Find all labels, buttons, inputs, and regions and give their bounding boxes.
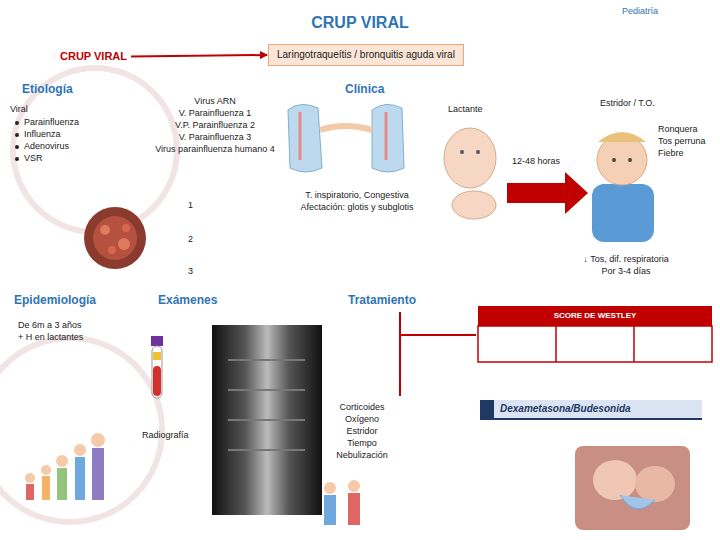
- label-text: Influenza: [24, 129, 61, 140]
- big-arrow: [507, 172, 588, 214]
- bullet-dot: [15, 157, 19, 161]
- section-heading: Epidemiología: [14, 293, 96, 307]
- section-heading: Tratamiento: [348, 293, 416, 307]
- label-text: T. inspiratorio, Congestiva: [262, 190, 452, 201]
- label-text: Virus parainfluenza humano 4: [140, 144, 290, 155]
- baby-image: [444, 128, 496, 219]
- label-text: Estridor: [330, 426, 394, 437]
- label-text: Fiebre: [658, 148, 684, 159]
- airway-image: [288, 104, 404, 172]
- nebulizer-photo: [575, 446, 690, 530]
- label-text: 1: [188, 200, 193, 211]
- label-text: Radiografía: [142, 430, 189, 441]
- label-text: Oxígeno: [330, 414, 394, 425]
- label-text: Lactante: [448, 104, 483, 115]
- label-text: Ronquera: [658, 124, 698, 135]
- deco-circle: [13, 68, 177, 232]
- label-text: V. Parainfluenza 1: [140, 108, 290, 119]
- label-text: Tiempo: [330, 438, 394, 449]
- label-text: Virus ARN: [140, 96, 290, 107]
- label-text: Adenovirus: [24, 141, 69, 152]
- bullet-dot: [15, 121, 19, 125]
- node-text: SCORE DE WESTLEY: [482, 311, 708, 321]
- label-text: ↓ Tos, dif. respiratoria: [556, 254, 696, 265]
- node-text: CRUP VIRAL: [60, 50, 127, 63]
- label-text: Nebulización: [330, 450, 394, 461]
- red-heading: CRUP VIRAL: [58, 48, 129, 65]
- label-text: Estridor / T.O.: [600, 98, 655, 109]
- score-table: [478, 326, 712, 362]
- bracket-line: [400, 312, 476, 396]
- virus-image: [84, 207, 146, 269]
- title: CRUP VIRAL: [0, 14, 720, 32]
- label-text: Parainfluenza: [24, 117, 79, 128]
- label-text: V. Parainfluenza 3: [140, 132, 290, 143]
- label-text: Pediatría: [622, 6, 658, 17]
- label-text: + H en lactantes: [18, 332, 83, 343]
- deco-circle: [0, 338, 162, 522]
- section-heading: Exámenes: [158, 293, 217, 307]
- table-header: SCORE DE WESTLEY: [478, 306, 712, 326]
- section-heading: Clínica: [345, 82, 384, 96]
- connector-arrow: [131, 55, 267, 57]
- label-text: Tos perruna: [658, 136, 706, 147]
- label-text: Afectación: glotis y subglotis: [262, 202, 452, 213]
- label-text: Viral: [10, 104, 28, 115]
- label-text: VSR: [24, 153, 43, 164]
- xray-ribs: [228, 360, 305, 450]
- node-text: Dexametasona/Budesonida: [500, 403, 696, 415]
- children-image: [25, 433, 105, 500]
- label-text: Corticoides: [330, 402, 394, 413]
- treatment-band: Dexametasona/Budesonida: [480, 400, 702, 420]
- bullet-dot: [15, 145, 19, 149]
- label-text: 3: [188, 266, 193, 277]
- label-text: V.P. Parainfluenza 2: [140, 120, 290, 131]
- definition-box: Laringotraqueítis / bronquitis aguda vir…: [268, 44, 464, 66]
- node-text: Laringotraqueítis / bronquitis aguda vir…: [277, 49, 455, 61]
- bullet-dot: [15, 133, 19, 137]
- child-image: [592, 132, 654, 242]
- label-text: 12-48 horas: [512, 156, 560, 167]
- label-text: 2: [188, 234, 193, 245]
- label-text: De 6m a 3 años: [18, 320, 82, 331]
- xray-image: [212, 325, 322, 515]
- test-tube: [151, 336, 163, 398]
- section-heading: Etiología: [22, 82, 73, 96]
- children-image: [324, 480, 360, 525]
- label-text: Por 3-4 días: [556, 266, 696, 277]
